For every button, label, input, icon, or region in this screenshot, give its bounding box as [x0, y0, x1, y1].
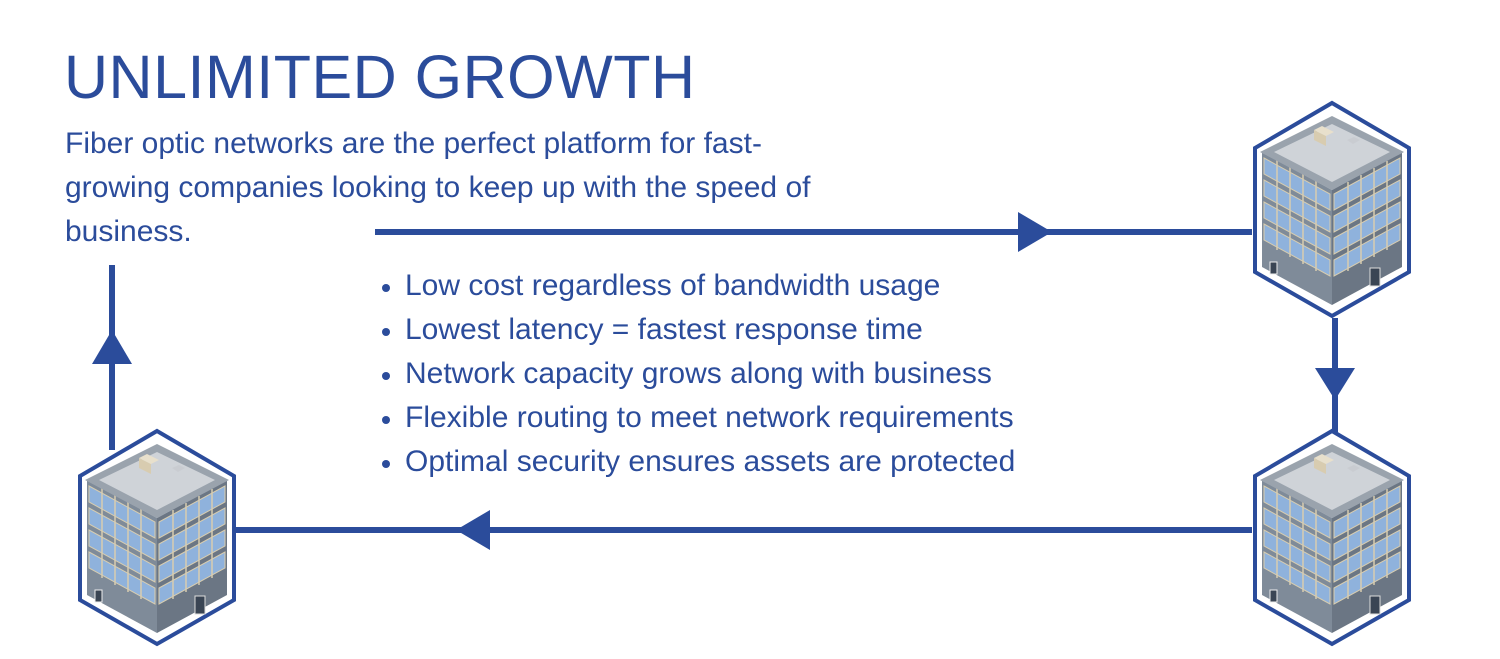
list-item: Optimal security ensures assets are prot… — [380, 440, 1015, 484]
list-item: Lowest latency = fastest response time — [380, 308, 1015, 352]
arrow-up-icon — [92, 330, 132, 364]
arrow-down-icon — [1315, 368, 1355, 400]
list-item: Low cost regardless of bandwidth usage — [380, 264, 1015, 308]
benefits-list: Low cost regardless of bandwidth usage L… — [380, 264, 1015, 484]
intro-text: Fiber optic networks are the perfect pla… — [65, 127, 811, 248]
building-icon — [1253, 429, 1411, 646]
arrow-right-icon — [1018, 212, 1052, 252]
page-title: UNLIMITED GROWTH — [64, 43, 696, 111]
building-icon — [1253, 101, 1411, 318]
arrow-left-icon — [456, 510, 490, 550]
list-item: Network capacity grows along with busine… — [380, 352, 1015, 396]
list-item: Flexible routing to meet network require… — [380, 396, 1015, 440]
building-icon — [78, 429, 236, 646]
